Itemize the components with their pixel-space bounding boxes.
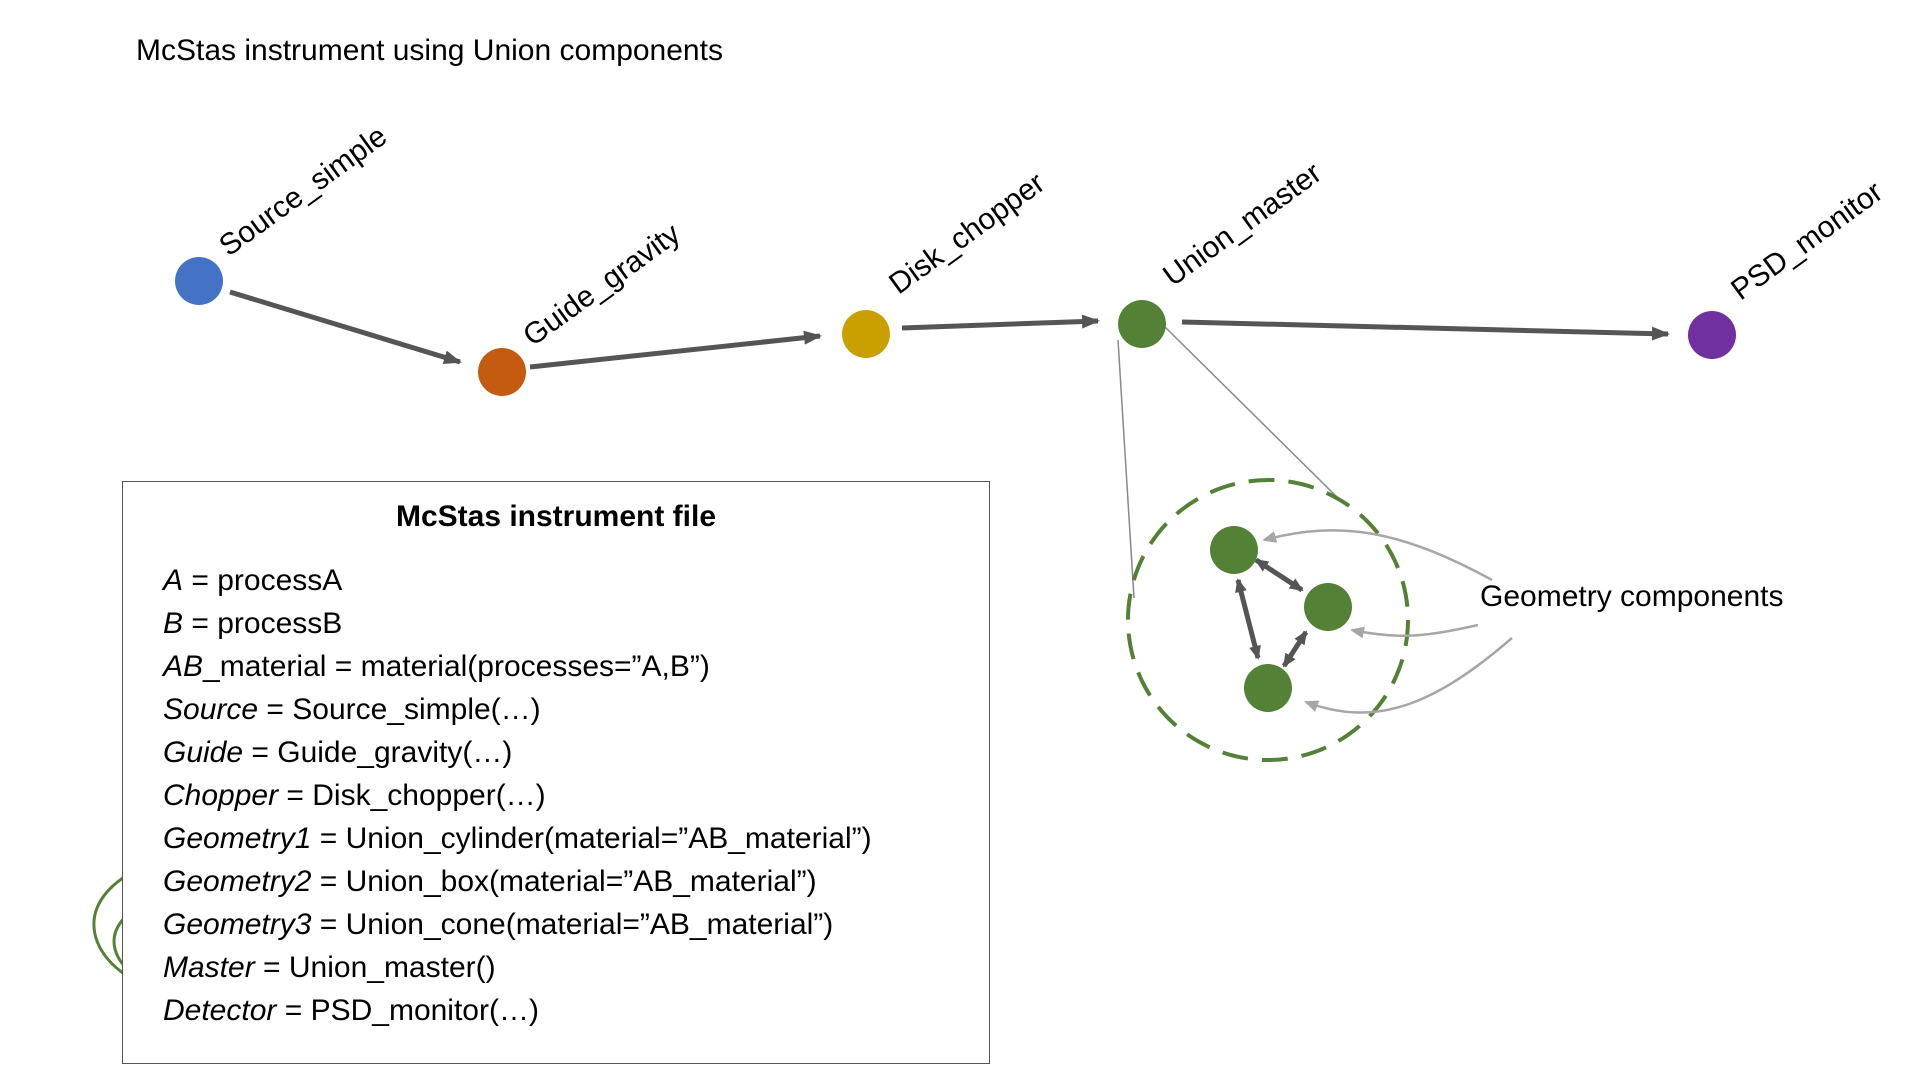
diagram-title: McStas instrument using Union components: [136, 34, 723, 67]
code-line-geometry1: Geometry1 = Union_cylinder(material=”AB_…: [163, 822, 872, 856]
node-source: [175, 257, 223, 305]
code-rest: = Union_box(material=”AB_material”): [311, 865, 817, 898]
geometry-pointer-3: [1304, 637, 1513, 714]
code-var: A: [163, 564, 184, 597]
node-guide: [478, 348, 526, 396]
code-rest: = processB: [183, 607, 343, 640]
geometry-component-2: [1304, 583, 1352, 631]
geometry-link-1-3: [1235, 578, 1261, 660]
geometry-components-label: Geometry components: [1480, 580, 1784, 613]
geometry-component-3: [1244, 664, 1292, 712]
code-var: Geometry1: [163, 822, 312, 855]
code-line-a: A = processA: [163, 564, 342, 598]
code-var: B: [163, 607, 184, 640]
node-monitor: [1688, 311, 1736, 359]
code-rest: = Disk_chopper(…): [278, 779, 546, 812]
geometry-link-1-2: [1254, 557, 1304, 593]
node-master: [1118, 300, 1166, 348]
code-line-b: B = processB: [163, 607, 342, 641]
flow-arrow-master-monitor: [1181, 319, 1670, 341]
code-line-master: Master = Union_master(): [163, 951, 496, 985]
code-var: Master: [163, 951, 255, 984]
code-rest: _material = material(processes=”A,B”): [203, 650, 710, 683]
code-rest: = processA: [183, 564, 343, 597]
code-rest: = PSD_monitor(…): [276, 994, 539, 1027]
code-line-source: Source = Source_simple(…): [163, 693, 541, 727]
code-var: AB: [163, 650, 204, 683]
instrument-file-box: McStas instrument file A = processA B = …: [122, 481, 990, 1064]
code-var: Chopper: [163, 779, 279, 812]
code-rest: = Guide_gravity(…): [243, 736, 513, 769]
code-line-chopper: Chopper = Disk_chopper(…): [163, 779, 546, 813]
flow-arrow-chopper-master: [901, 314, 1100, 331]
code-rest: = Union_master(): [254, 951, 496, 984]
geometry-link-2-3: [1281, 630, 1309, 668]
geometry-pointer-1: [1262, 529, 1493, 582]
code-line-detector: Detector = PSD_monitor(…): [163, 994, 539, 1028]
geometry-component-1: [1210, 526, 1258, 574]
zoom-line-right: [1163, 325, 1341, 501]
geometry-group-boundary: [1126, 478, 1410, 762]
geometry-pointer-2: [1350, 623, 1479, 639]
code-var: Geometry2: [163, 865, 312, 898]
zoom-line-left: [1117, 339, 1135, 599]
code-rest: = Union_cone(material=”AB_material”): [311, 908, 834, 941]
code-var: Guide: [163, 736, 244, 769]
code-var: Detector: [163, 994, 277, 1027]
code-var: Geometry3: [163, 908, 312, 941]
flow-arrow-guide-chopper: [529, 330, 822, 370]
code-line-geometry3: Geometry3 = Union_cone(material=”AB_mate…: [163, 908, 833, 942]
instrument-file-title: McStas instrument file: [395, 500, 717, 533]
code-rest: = Source_simple(…): [258, 693, 541, 726]
flow-arrow-source-guide: [229, 289, 462, 365]
code-line-geometry2: Geometry2 = Union_box(material=”AB_mater…: [163, 865, 817, 899]
node-chopper: [842, 310, 890, 358]
code-var: Source: [163, 693, 259, 726]
code-rest: = Union_cylinder(material=”AB_material”): [311, 822, 872, 855]
code-line-guide: Guide = Guide_gravity(…): [163, 736, 512, 770]
code-line-ab-material: AB_material = material(processes=”A,B”): [163, 650, 710, 684]
